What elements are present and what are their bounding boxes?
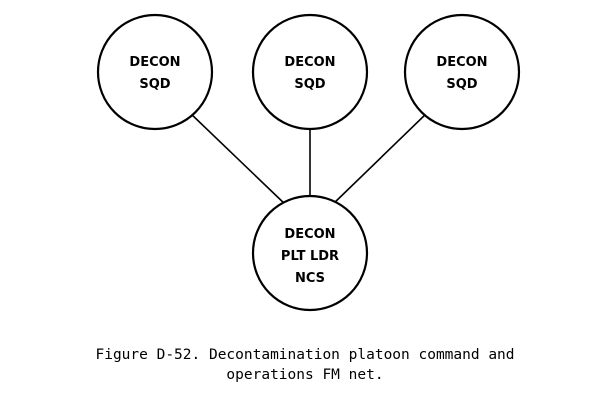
edge-left-to-ncs: [188, 111, 288, 207]
node-label-line: PLT LDR: [281, 249, 339, 264]
node-label-line: DECON: [129, 55, 180, 70]
figure-caption-line1: Figure D-52. Decontamination platoon com…: [95, 347, 514, 363]
node-circle: [251, 13, 369, 131]
edge-right-to-ncs: [330, 111, 429, 207]
figure-caption-line2: operations FM net.: [226, 367, 383, 383]
node-circle: [251, 194, 369, 312]
node-label-line: NCS: [295, 271, 325, 286]
node-platoon-leader: DECON PLT LDR NCS: [251, 194, 369, 312]
node-label-line: SQD: [446, 77, 477, 92]
node-label-line: DECON: [284, 55, 335, 70]
node-squad-right: DECON SQD: [403, 13, 521, 131]
node-label-line: SQD: [139, 77, 170, 92]
node-squad-center: DECON SQD: [251, 13, 369, 131]
node-circle: [403, 13, 521, 131]
node-label-line: DECON: [284, 227, 335, 242]
node-squad-left: DECON SQD: [96, 13, 214, 131]
node-circle: [96, 13, 214, 131]
node-label-line: SQD: [294, 77, 325, 92]
node-label-line: DECON: [436, 55, 487, 70]
